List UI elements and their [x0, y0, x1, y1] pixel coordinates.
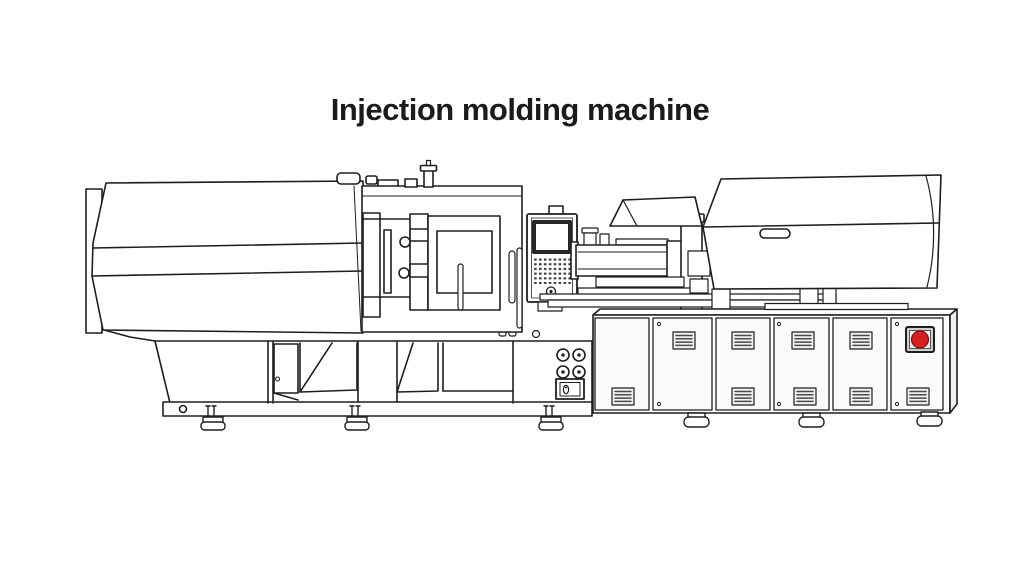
cover-handle-slot — [759, 228, 791, 239]
tie-bar-hole — [399, 236, 411, 248]
gate-handle — [457, 263, 464, 311]
main-switch — [555, 378, 585, 400]
base-opening-left — [299, 342, 358, 393]
safety-gate-window — [427, 215, 501, 311]
cabinet-foot — [683, 412, 710, 428]
vent-grille — [849, 387, 873, 406]
carriage-rail — [539, 293, 837, 301]
base-button-panel — [555, 348, 586, 400]
moving-platen — [362, 212, 431, 318]
base-access-door — [273, 343, 299, 401]
clamping-unit-cover — [91, 180, 364, 334]
control-cabinet — [592, 302, 958, 428]
hopper-cover — [609, 196, 703, 227]
mold-area-housing — [336, 159, 523, 333]
pendant-keypad — [534, 257, 571, 284]
vent-grille — [672, 331, 696, 350]
base-opening-right — [396, 342, 439, 393]
pendant-screen — [532, 220, 572, 254]
cabinet-foot — [798, 412, 825, 428]
vent-grille — [731, 331, 755, 350]
base-hole — [178, 404, 188, 414]
top-fittings — [336, 159, 438, 188]
tie-bar-hole — [398, 267, 410, 279]
control-pendant — [526, 205, 578, 312]
vent-grille — [791, 331, 815, 350]
vent-grille — [849, 331, 873, 350]
vent-grille — [731, 387, 755, 406]
door-screws — [656, 321, 900, 407]
emergency-stop — [905, 326, 935, 353]
machine-base — [103, 329, 593, 431]
injection-unit-cover — [702, 174, 942, 290]
vent-grille — [793, 387, 817, 406]
vent-grille — [611, 387, 635, 406]
cabinet-foot — [916, 411, 943, 427]
emergency-stop-button — [910, 330, 930, 349]
image-title: Injection molding machine — [330, 92, 710, 127]
vent-grille — [906, 387, 930, 406]
barrel — [575, 244, 674, 277]
cabinet-door — [652, 317, 713, 411]
gate-handle — [508, 250, 516, 304]
